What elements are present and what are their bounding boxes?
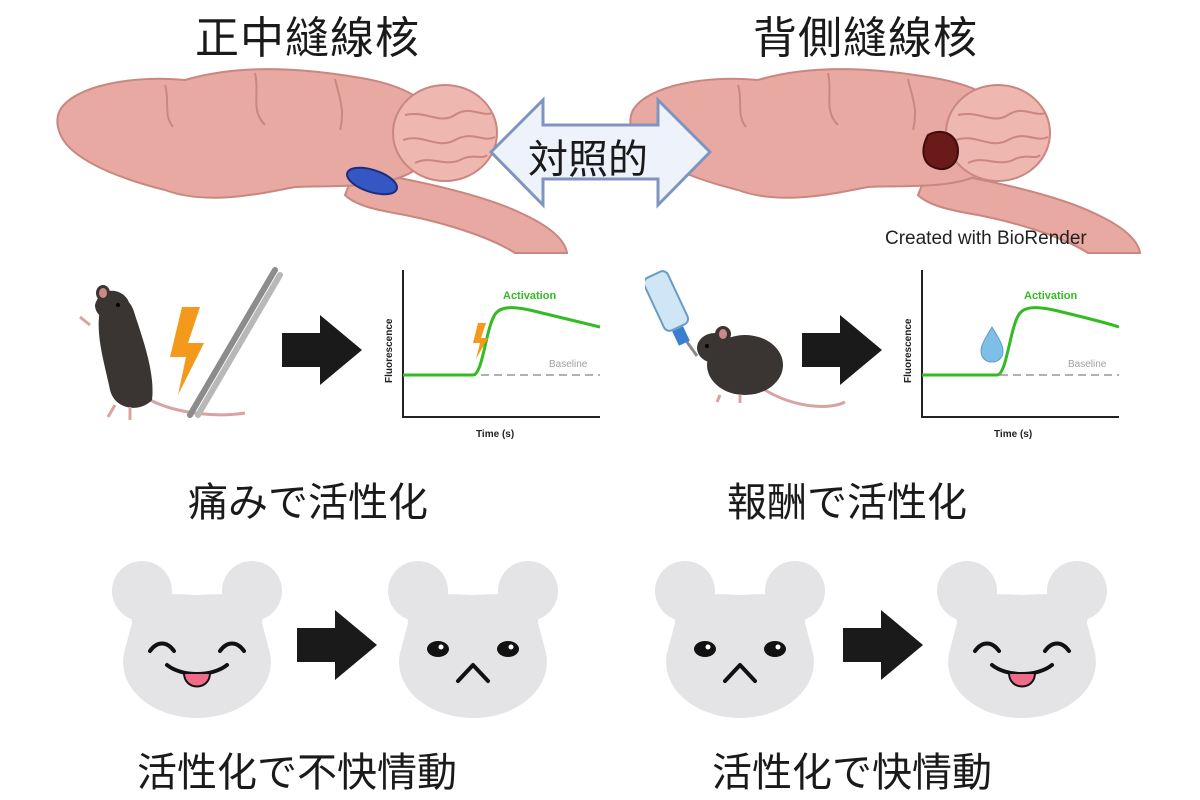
arrow-right-icon (282, 315, 362, 385)
y-axis-label: Fluorescence (384, 318, 395, 383)
cerebellum (392, 84, 498, 182)
x-axis-label: Time (s) (476, 429, 514, 440)
water-drop-icon (980, 326, 1004, 363)
activation-curve (922, 306, 1120, 377)
mouse-pain-stimulus (79, 267, 283, 420)
dorsal-raphe-title: 背側縫線核 (753, 13, 978, 64)
pain-activation-caption: 痛みで活性化 (188, 480, 428, 526)
pleasant-emotion-caption: 活性化で快情動 (712, 750, 992, 796)
unpleasant-emotion-caption: 活性化で不快情動 (137, 750, 457, 796)
biorender-credit: Created with BioRender (885, 228, 1087, 249)
arrow-right-icon (802, 315, 882, 385)
brain-illustration-left (56, 68, 569, 254)
mouse-reward-stimulus (645, 270, 846, 408)
lightning-icon (473, 323, 488, 359)
cerebellum (945, 84, 1051, 182)
x-axis-label: Time (s) (994, 429, 1032, 440)
happy-face-icon (937, 561, 1107, 718)
arrow-right-icon (843, 610, 923, 680)
y-axis-label: Fluorescence (903, 318, 914, 383)
arrow-right-icon (297, 610, 377, 680)
brain-illustration-right (629, 68, 1142, 254)
lightning-icon (170, 307, 204, 395)
unpleasant-face-icon (388, 561, 558, 718)
activation-curve (403, 306, 601, 377)
activation-label: Activation (503, 290, 556, 302)
happy-face-icon (112, 561, 282, 718)
median-raphe-nucleus (346, 166, 398, 196)
fluorescence-chart-left: Activation Baseline Time (s) Fluorescenc… (384, 270, 601, 440)
activation-label: Activation (1024, 290, 1077, 302)
contrast-label: 対照的 (528, 137, 648, 183)
dorsal-raphe-nucleus (922, 130, 960, 170)
forceps-icon (187, 267, 283, 418)
water-bottle-icon (645, 270, 699, 357)
unpleasant-face-icon (655, 561, 825, 718)
reward-activation-caption: 報酬で活性化 (727, 480, 967, 526)
contrast-double-arrow (488, 96, 713, 209)
median-raphe-title: 正中縫線核 (195, 13, 420, 64)
fluorescence-chart-right: Activation Baseline Time (s) Fluorescenc… (903, 270, 1120, 440)
baseline-label: Baseline (1068, 359, 1107, 370)
baseline-label: Baseline (549, 359, 588, 370)
